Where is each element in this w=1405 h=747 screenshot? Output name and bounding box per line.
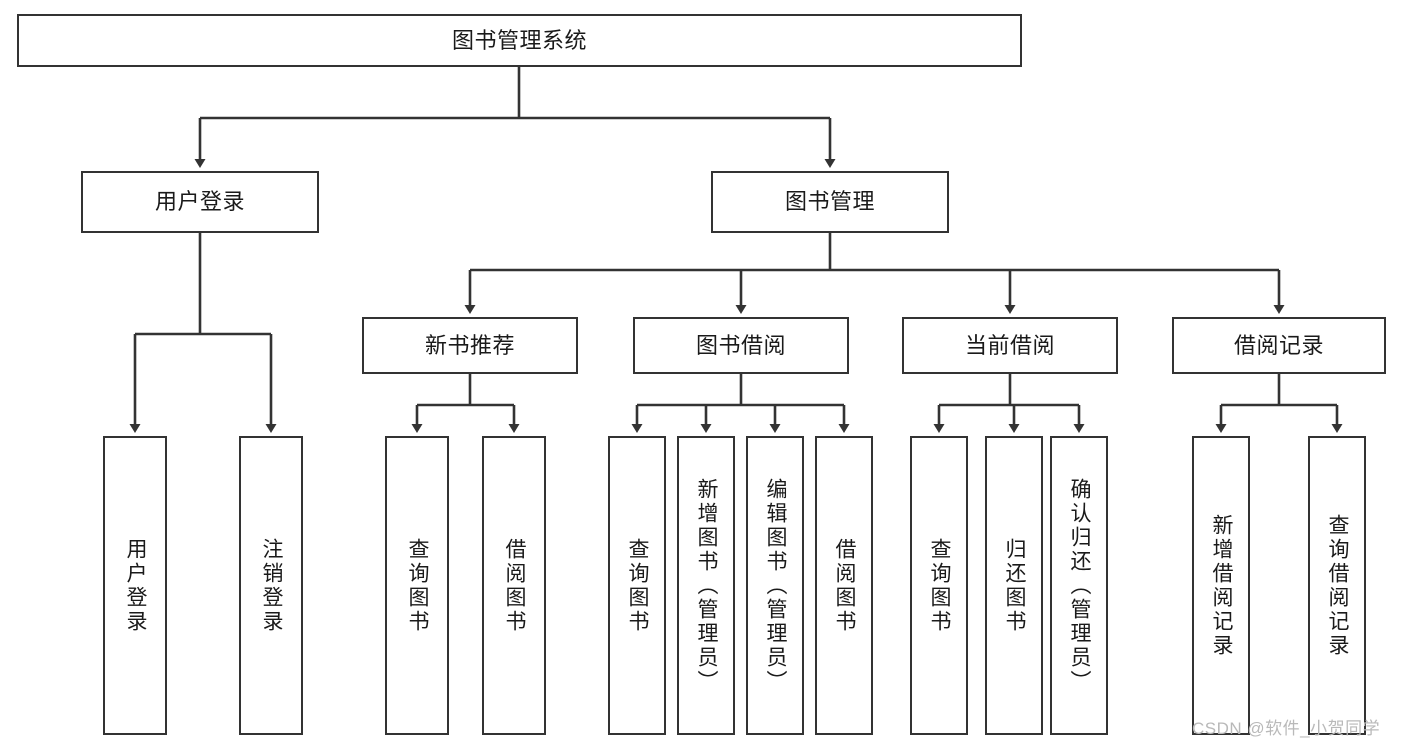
- node-leaf-user-login[interactable]: 用户登录: [103, 436, 167, 735]
- node-label: 当前借阅: [964, 332, 1055, 358]
- node-leaf-query-book-current[interactable]: 查询图书: [910, 436, 968, 735]
- node-label: 借阅记录: [1233, 332, 1324, 358]
- node-book-management[interactable]: 图书管理: [711, 171, 949, 233]
- node-leaf-return-book[interactable]: 归还图书: [985, 436, 1043, 735]
- node-book-borrow[interactable]: 图书借阅: [633, 317, 849, 374]
- node-label: 归还图书: [1003, 537, 1027, 634]
- node-leaf-query-borrow-record[interactable]: 查询借阅记录: [1308, 436, 1366, 735]
- node-label: 查询借阅记录: [1326, 513, 1350, 658]
- node-label: 查询图书: [626, 537, 650, 634]
- node-label: 借阅图书: [503, 537, 527, 634]
- node-label: 用户登录: [154, 189, 245, 215]
- node-label: 借阅图书: [833, 537, 857, 634]
- node-leaf-user-logout[interactable]: 注销登录: [239, 436, 303, 735]
- node-label: 编辑图书（管理员）: [764, 477, 788, 694]
- node-label: 查询图书: [928, 537, 952, 634]
- node-leaf-edit-book-admin[interactable]: 编辑图书（管理员）: [746, 436, 804, 735]
- node-label: 查询图书: [406, 537, 430, 634]
- csdn-watermark: CSDN @软件_小贺同学: [1192, 719, 1381, 738]
- node-label: 图书借阅: [695, 332, 786, 358]
- node-root-book-management-system[interactable]: 图书管理系统: [17, 14, 1022, 67]
- node-borrow-record[interactable]: 借阅记录: [1172, 317, 1386, 374]
- node-leaf-query-book-new[interactable]: 查询图书: [385, 436, 449, 735]
- node-label: 图书管理: [784, 189, 875, 215]
- node-leaf-confirm-return-admin[interactable]: 确认归还（管理员）: [1050, 436, 1108, 735]
- node-leaf-borrow-book[interactable]: 借阅图书: [815, 436, 873, 735]
- node-label: 用户登录: [124, 537, 148, 634]
- node-current-borrow[interactable]: 当前借阅: [902, 317, 1118, 374]
- node-leaf-query-book-borrow[interactable]: 查询图书: [608, 436, 666, 735]
- node-leaf-add-book-admin[interactable]: 新增图书（管理员）: [677, 436, 735, 735]
- node-label: 注销登录: [260, 537, 284, 634]
- node-label: 新增借阅记录: [1210, 513, 1234, 658]
- node-label: 图书管理系统: [451, 27, 587, 53]
- node-label: 确认归还（管理员）: [1068, 477, 1092, 694]
- node-leaf-add-borrow-record[interactable]: 新增借阅记录: [1192, 436, 1250, 735]
- node-user-login[interactable]: 用户登录: [81, 171, 319, 233]
- node-new-book-recommend[interactable]: 新书推荐: [362, 317, 578, 374]
- node-leaf-borrow-book-new[interactable]: 借阅图书: [482, 436, 546, 735]
- node-label: 新书推荐: [424, 332, 515, 358]
- node-label: 新增图书（管理员）: [695, 477, 719, 694]
